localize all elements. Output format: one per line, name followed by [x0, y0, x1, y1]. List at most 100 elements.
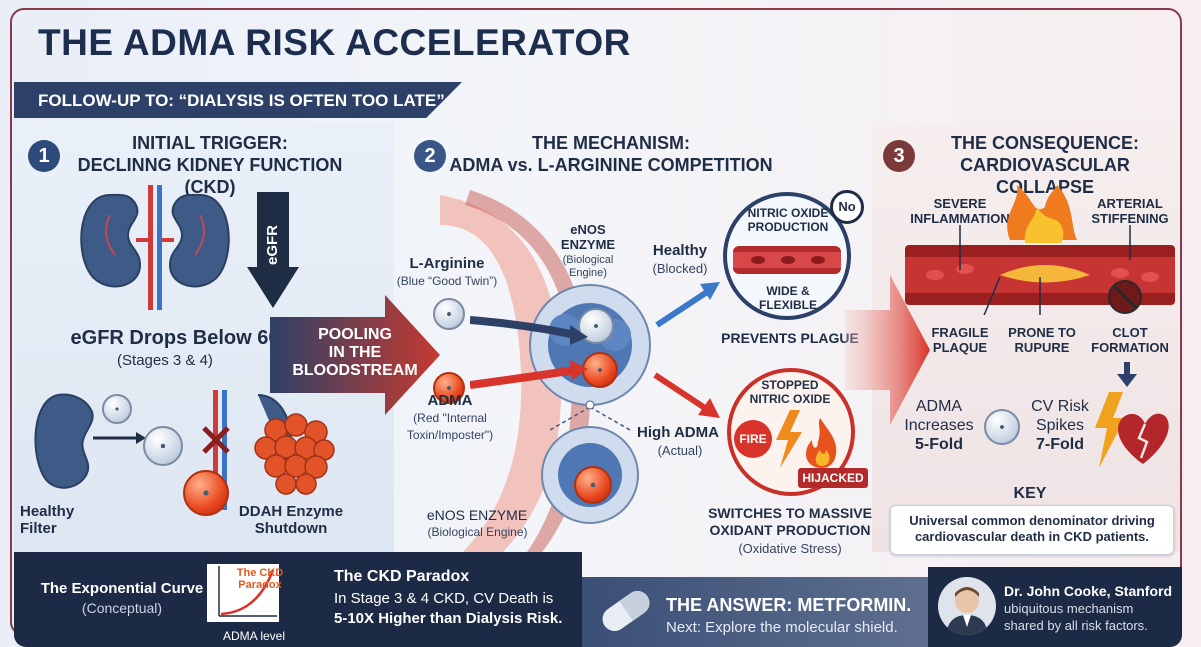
kidney-filter-illustration	[34, 390, 335, 510]
adma-sublabel: (Red "Internal Toxin/Imposter")	[390, 410, 510, 444]
switches-label: SWITCHES TO MASSIVE OXIDANT PRODUCTION	[700, 505, 880, 539]
credit-line2: shared by all risk factors.	[1004, 618, 1148, 633]
wide-vessel-icon	[733, 246, 841, 274]
clot-line1: CLOT	[1112, 325, 1148, 340]
stopped-label: STOPPED NITRIC OXIDE	[742, 378, 838, 406]
larginine-sublabel: (Blue “Good Twin”)	[396, 274, 498, 288]
footer-answer-panel: THE ANSWER: METFORMIN. Next: Explore the…	[582, 577, 928, 647]
adma-flow-arrow	[470, 360, 588, 389]
no-badge: No	[830, 190, 864, 224]
switches-line1: SWITCHES TO MASSIVE	[708, 505, 872, 521]
fragile-plaque-label: FRAGILE PLAQUE	[920, 325, 1000, 355]
pooling-arrow	[270, 295, 440, 415]
curve-annot-line1: The CKD	[236, 567, 284, 579]
paradox-title: The CKD Paradox	[334, 568, 470, 585]
section3-heading-line1: THE CONSEQUENCE:	[950, 133, 1139, 153]
healthy-filter-line1: Healthy	[20, 503, 75, 520]
step-1-badge: 1	[28, 140, 60, 172]
high-adma-arrow	[653, 372, 720, 418]
severe-line2: INFLAMMATION	[910, 211, 1010, 226]
adma-sub-line1: (Red "Internal	[413, 411, 487, 425]
no-production-line1: NITRIC OXIDE	[747, 206, 829, 220]
enos-sublabel: (Biological Engine)	[548, 254, 628, 280]
stopped-line1: STOPPED	[761, 378, 819, 392]
paradox-line1: In Stage 3 & 4 CKD, CV Death is	[334, 590, 554, 607]
avatar	[938, 577, 996, 635]
larginine-in-enos-icon	[578, 308, 614, 344]
section1-heading-line1: INITIAL TRIGGER:	[132, 133, 288, 153]
curve-annot-line2: Paradox	[238, 579, 282, 591]
lightning-flame-icon	[776, 410, 837, 468]
adma-inc-line1: ADMA	[915, 398, 963, 415]
arterial-line2: STIFFENING	[1091, 211, 1169, 226]
switches-line2: OXIDANT PRODUCTION	[709, 522, 871, 538]
stopped-line2: NITRIC OXIDE	[749, 392, 831, 406]
high-adma-sublabel: (Actual)	[657, 443, 703, 458]
egfr-down-arrow	[247, 192, 299, 308]
adma-molecule-icon	[183, 470, 229, 516]
wide-flexible-label: WIDE & FLEXIBLE	[750, 284, 826, 312]
fragile-line1: FRAGILE	[931, 325, 989, 340]
section2-heading-line1: THE MECHANISM:	[532, 133, 690, 153]
curve-title: The Exponential Curve	[40, 580, 204, 597]
ddah-line2: Shutdown	[254, 520, 328, 537]
footer-curve-panel: The Exponential Curve (Conceptual) CV Ri…	[14, 552, 582, 647]
key-text-line1: Universal common denominator driving	[909, 513, 1155, 528]
larginine-flow-arrow	[470, 316, 588, 345]
egfr-drop-title: eGFR Drops Below 60	[70, 327, 280, 349]
adma-increases-label: ADMA Increases 5-Fold	[900, 397, 978, 454]
key-text-line2: cardiovascular death in CKD patients.	[914, 529, 1150, 544]
section2-heading-line2: ADMA vs. L-ARGININE COMPETITION	[449, 155, 773, 175]
prone-line2: RUPURE	[1014, 340, 1070, 355]
cv-risk-label: CV Risk Spikes 7-Fold	[1022, 397, 1098, 454]
severe-line1: SEVERE	[933, 196, 987, 211]
adma-sub-line2: Toxin/Imposter")	[406, 428, 494, 442]
adma-molecule-icon	[433, 372, 465, 404]
fragile-line2: PLAQUE	[932, 340, 988, 355]
healthy-path-label: Healthy	[652, 242, 708, 259]
curve-subtitle: (Conceptual)	[81, 600, 163, 616]
clot-line2: FORMATION	[1091, 340, 1169, 355]
high-adma-label: High ADMA	[637, 424, 719, 441]
pooling-line1: POOLING	[318, 326, 392, 343]
healthy-filter-label: Healthy Filter	[20, 503, 100, 537]
credit-name: Dr. John Cooke, Stanford	[1004, 583, 1173, 599]
section1-heading-line2: DECLINNG KIDNEY FUNCTION (CKD)	[77, 155, 343, 197]
key-box: Universal common denominator driving car…	[890, 505, 1174, 555]
adma-inc-line2: Increases	[904, 417, 974, 434]
section1-heading: INITIAL TRIGGER: DECLINNG KIDNEY FUNCTIO…	[60, 132, 360, 198]
down-arrow-icon	[1117, 362, 1137, 387]
curve-x-label: ADMA level	[222, 629, 286, 643]
portrait-icon	[946, 587, 988, 635]
section3-panel	[872, 122, 1180, 552]
enos-bottom-label: eNOS ENZYME	[426, 507, 528, 523]
enos-line1: eNOS	[570, 222, 606, 237]
no-production-line2: PRODUCTION	[747, 220, 829, 234]
molecule-icon	[143, 426, 183, 466]
no-production-label: NITRIC OXIDE PRODUCTION	[740, 206, 836, 234]
adma-in-enos-icon	[582, 352, 618, 388]
wide-line2: FLEXIBLE	[758, 298, 817, 312]
prone-line1: PRONE TO	[1008, 325, 1076, 340]
section2-heading: THE MECHANISM: ADMA vs. L-ARGININE COMPE…	[446, 132, 776, 176]
section3-heading: THE CONSEQUENCE: CARDIOVASCULAR COLLAPSE	[915, 132, 1175, 198]
enos-sub-line2: Engine)	[569, 267, 607, 279]
molecule-icon	[102, 394, 132, 424]
curve-y-label: CV Risk	[206, 574, 218, 614]
credit-line1: ubiquitous mechanism	[1004, 601, 1134, 616]
answer-subtitle: Next: Explore the molecular shield.	[666, 619, 898, 636]
footer-credit-panel: Dr. John Cooke, Stanford ubiquitous mech…	[928, 567, 1182, 647]
kidneys-illustration	[80, 185, 230, 310]
key-text: Universal common denominator driving car…	[895, 513, 1169, 545]
pooling-text: POOLING IN THE BLOODSTREAM	[285, 326, 425, 380]
arterial-stiffening-label: ARTERIAL STIFFENING	[1085, 196, 1175, 226]
hijacked-badge: HIJACKED	[798, 468, 868, 488]
cv-line1: CV Risk	[1031, 398, 1089, 415]
step-2-badge: 2	[414, 140, 446, 172]
arterial-line1: ARTERIAL	[1097, 196, 1163, 211]
exponential-curve-chart	[207, 564, 279, 622]
pill-icon	[602, 590, 650, 632]
paradox-line2: 5-10X Higher than Dialysis Risk.	[334, 610, 563, 627]
fire-badge: FIRE	[734, 420, 772, 458]
